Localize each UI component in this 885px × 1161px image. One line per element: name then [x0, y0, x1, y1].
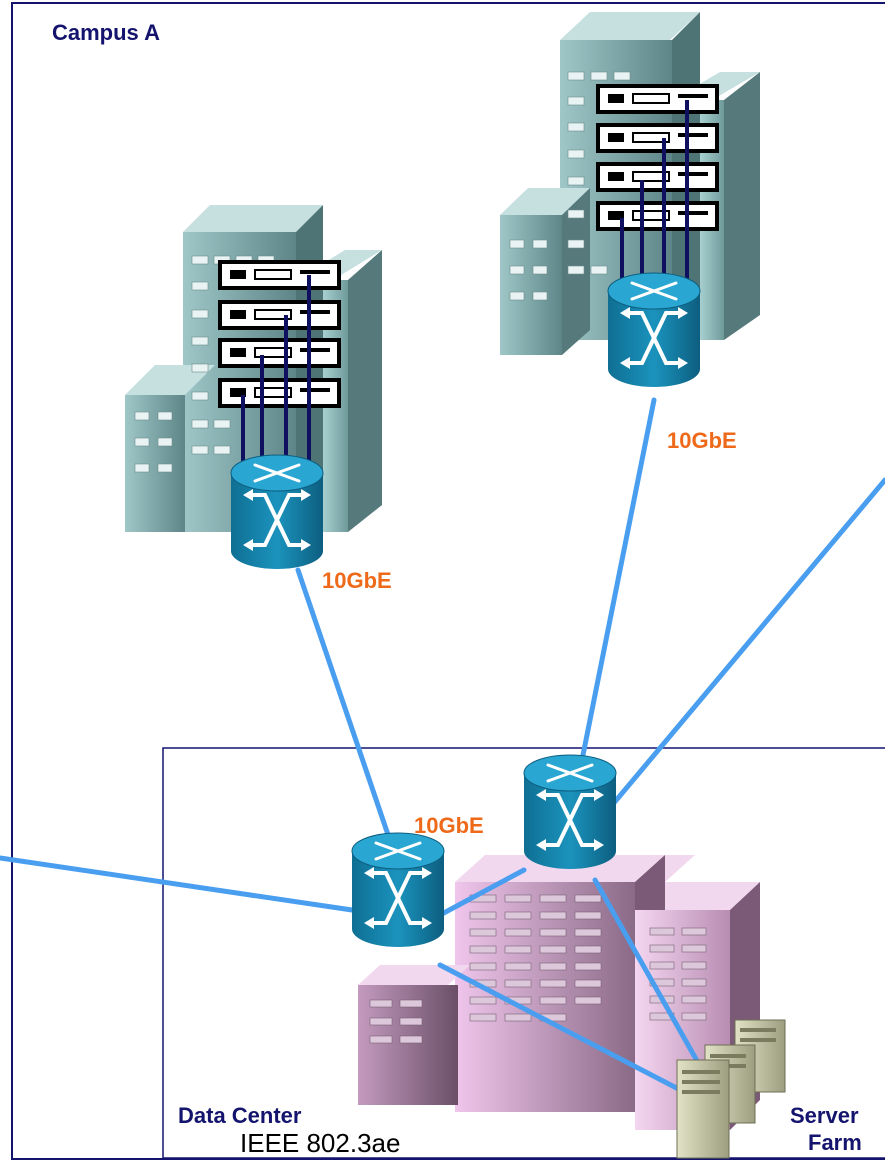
link-left-campus	[295, 567, 403, 873]
rack-switch-icon	[218, 300, 341, 330]
rack-switch-icon	[218, 378, 341, 408]
standard-caption: IEEE 802.3ae	[240, 1128, 401, 1158]
router-switch-icon	[607, 272, 701, 387]
link-speed-label-right: 10GbE	[667, 428, 737, 453]
rack-switch-icon	[596, 84, 719, 114]
fiber-links	[0, 397, 885, 1098]
link-core	[437, 867, 527, 918]
rack-switch-icon	[596, 201, 719, 231]
router-switch-icon	[351, 832, 445, 947]
link-far-left	[0, 855, 355, 913]
router-switch-icon	[230, 454, 324, 569]
link-speed-label-core: 10GbE	[414, 813, 484, 838]
datacenter-label: Data Center	[178, 1103, 302, 1128]
routers	[230, 272, 701, 947]
server-icon	[676, 1019, 786, 1159]
rack-switch-icon	[596, 162, 719, 192]
rack-switch-stack-right	[596, 84, 719, 231]
rack-switch-icon	[218, 260, 341, 290]
rack-switch-stack-left	[218, 260, 341, 408]
router-switch-icon	[523, 754, 617, 869]
rack-switch-icon	[218, 338, 341, 368]
rack-switch-icon	[596, 123, 719, 153]
link-server-b	[592, 877, 708, 1078]
link-speed-label-left: 10GbE	[322, 568, 392, 593]
server-farm-label-line1: Server	[790, 1103, 859, 1128]
link-far-right	[605, 477, 885, 813]
campus-label: Campus A	[52, 20, 160, 45]
campus-frame	[11, 2, 885, 1160]
datacenter-frame	[162, 747, 885, 1159]
server-farm-label-line2: Farm	[808, 1130, 862, 1155]
link-right-campus	[571, 397, 657, 803]
link-server-a	[437, 962, 693, 1098]
